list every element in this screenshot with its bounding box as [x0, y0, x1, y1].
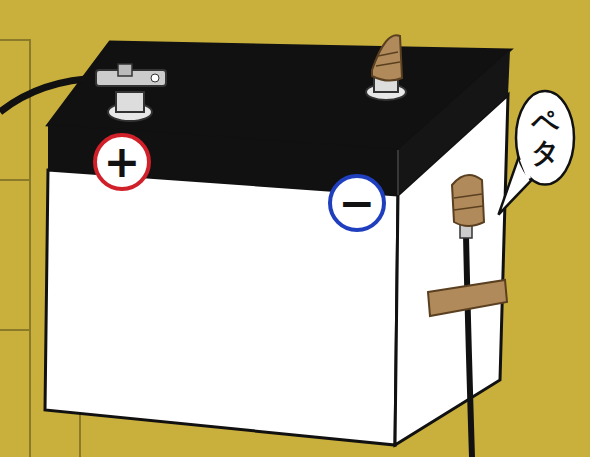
- sound-effect: ペタ: [531, 107, 559, 169]
- battery-lid-side: [398, 50, 510, 195]
- polarity-circle: −: [328, 174, 386, 232]
- negative-clamp-tape: [452, 175, 484, 226]
- polarity-sign: −: [339, 181, 376, 225]
- side-tape: [428, 280, 507, 316]
- battery-front: [45, 170, 398, 445]
- polarity-sign: +: [104, 140, 141, 184]
- negative-post-tape: [372, 35, 402, 80]
- polarity-circle: +: [93, 133, 151, 191]
- negative-cable: [466, 235, 472, 457]
- positive-cable: [0, 78, 100, 112]
- speech-bubble: ペタ: [514, 89, 576, 187]
